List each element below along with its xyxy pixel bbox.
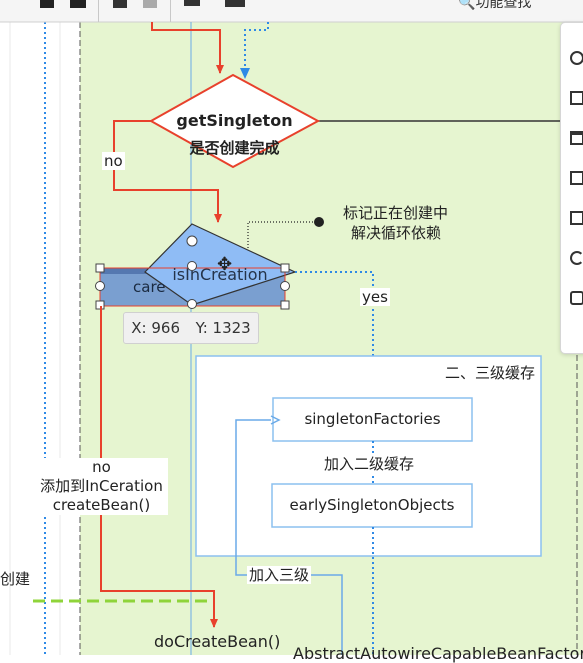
- annotation-connector: [247, 221, 318, 248]
- paste-icon[interactable]: [70, 0, 86, 8]
- edge-label-yes: yes: [360, 288, 390, 306]
- magic-wand-icon[interactable]: [225, 0, 245, 7]
- getsingleton-decision[interactable]: [148, 73, 321, 169]
- cursor-coordinate-tooltip: X: 966 Y: 1323: [123, 312, 259, 344]
- edge-isincreation-yes: [295, 271, 378, 425]
- annotation-line1: 标记正在创建中: [343, 204, 449, 222]
- early-singleton-objects-box[interactable]: [271, 483, 473, 528]
- cache-group-title: 二、三级缓存: [445, 364, 536, 382]
- image-icon[interactable]: [570, 211, 583, 225]
- toolbar-separator: [170, 0, 171, 22]
- toolbar-separator: [98, 0, 99, 22]
- do-create-bean-label: doCreateBean(): [154, 632, 281, 651]
- copy-icon[interactable]: [40, 0, 54, 8]
- edge-label-no-top: no: [102, 152, 125, 170]
- locate-icon[interactable]: [570, 51, 583, 65]
- care-box-text: care: [133, 278, 166, 296]
- cursor-x-readout: X: 966: [131, 319, 180, 337]
- edge-add-level3-arrowhead: [270, 415, 281, 425]
- annotation-dot: [314, 217, 324, 227]
- edge-add-level3: [235, 419, 343, 655]
- right-tool-panel: [560, 22, 583, 354]
- move-cursor-icon: ✥: [217, 254, 233, 275]
- ungroup-icon[interactable]: [143, 0, 157, 8]
- cursor-y-readout: Y: 1323: [195, 319, 251, 337]
- format-icon[interactable]: [570, 91, 583, 105]
- abstract-factory-label: AbstractAutowireCapableBeanFactory: [293, 644, 583, 663]
- group-icon[interactable]: [113, 0, 127, 8]
- feature-search-label: 功能查找: [475, 0, 532, 11]
- edge-isincreation-no: [100, 306, 218, 628]
- search-icon: 🔍: [458, 0, 476, 11]
- comment-icon[interactable]: [570, 291, 583, 305]
- early-singleton-objects-label: earlySingletonObjects: [289, 496, 455, 514]
- edge-enter-getsingleton: [151, 22, 224, 74]
- edge-getsingleton-no: [113, 120, 222, 223]
- page-icon[interactable]: [570, 171, 583, 185]
- edge-label-add-level2: 加入二级缓存: [322, 455, 417, 473]
- calendar-icon[interactable]: [570, 131, 583, 145]
- left-page-area: [0, 22, 80, 655]
- edge-label-no-left-line2: 添加到InCeration: [40, 477, 163, 495]
- edge-label-no-left: no 添加到InCeration createBean(): [35, 458, 168, 515]
- getsingleton-subtitle: 是否创建完成: [189, 139, 280, 157]
- history-icon[interactable]: [570, 251, 583, 265]
- singleton-factories-label: singletonFactories: [304, 410, 441, 428]
- edge-label-no-left-line1: no: [92, 458, 111, 476]
- link-icon[interactable]: [184, 0, 200, 6]
- edge-label-add-level3: 加入三级: [247, 566, 312, 584]
- getsingleton-title: getSingleton: [176, 111, 293, 130]
- annotation-line2: 解决循环依赖: [351, 224, 442, 242]
- feature-search[interactable]: 🔍功能查找: [458, 0, 531, 12]
- edge-label-no-left-line3: createBean(): [52, 496, 151, 514]
- isincreation-label: isInCreation: [172, 265, 268, 284]
- left-cut-label: 创建: [0, 570, 31, 588]
